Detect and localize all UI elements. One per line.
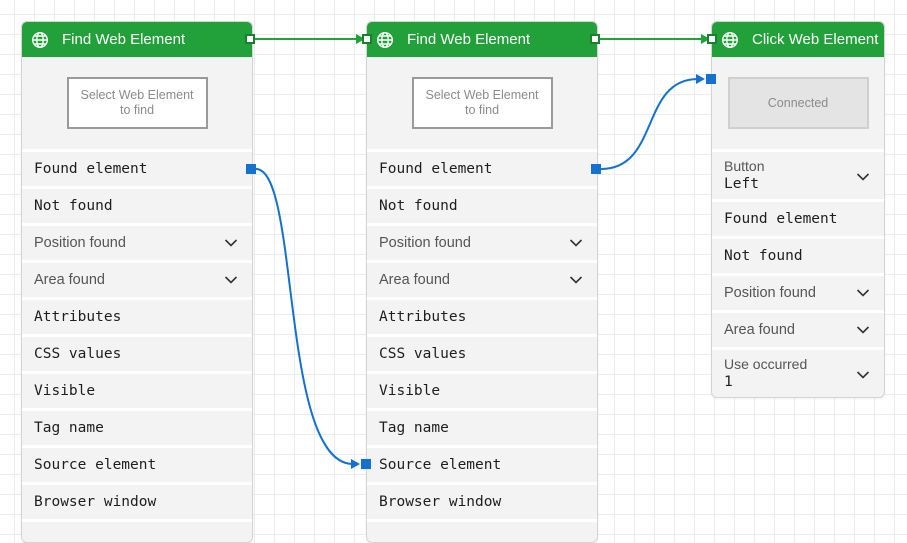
output-css-values[interactable]: CSS values bbox=[367, 337, 597, 374]
select-button-line-2: to find bbox=[119, 103, 155, 117]
node-header[interactable]: Find Web Element bbox=[367, 22, 597, 57]
output-css-values[interactable]: CSS values bbox=[22, 337, 252, 374]
click-web-element-node[interactable]: Click Web Element Connected Button Left … bbox=[711, 21, 885, 398]
output-label: Visible bbox=[34, 383, 96, 399]
output-label: Not found bbox=[724, 248, 803, 264]
globe-icon bbox=[22, 22, 57, 57]
chevron-down-icon[interactable] bbox=[856, 368, 870, 382]
output-label: CSS values bbox=[379, 346, 467, 362]
find-web-element-node-1[interactable]: Find Web Element Select Web Element to f… bbox=[21, 21, 253, 543]
output-source-element[interactable]: Source element bbox=[22, 448, 252, 485]
node-2-flow-out-port[interactable] bbox=[590, 34, 600, 44]
output-label: Position found bbox=[34, 235, 126, 251]
output-position-found[interactable]: Position found bbox=[22, 226, 252, 263]
node-2-flow-in-port[interactable] bbox=[362, 34, 372, 44]
output-label: Not found bbox=[34, 198, 113, 214]
output-visible[interactable]: Visible bbox=[367, 374, 597, 411]
globe-icon bbox=[712, 22, 747, 57]
node-title: Find Web Element bbox=[407, 31, 531, 48]
output-area-found[interactable]: Area found bbox=[712, 313, 884, 350]
output-label: Found element bbox=[724, 211, 838, 227]
output-label: CSS values bbox=[34, 346, 122, 362]
output-tag-name[interactable]: Tag name bbox=[22, 411, 252, 448]
data-wire-found-to-click[interactable] bbox=[600, 78, 699, 170]
node-1-flow-out-port[interactable] bbox=[245, 34, 255, 44]
output-label: Area found bbox=[34, 272, 105, 288]
output-label: Area found bbox=[379, 272, 450, 288]
output-visible[interactable]: Visible bbox=[22, 374, 252, 411]
chevron-down-icon[interactable] bbox=[856, 286, 870, 300]
output-position-found[interactable]: Position found bbox=[712, 276, 884, 313]
output-area-found[interactable]: Area found bbox=[367, 263, 597, 300]
globe-icon bbox=[367, 22, 402, 57]
button-select-value: Left bbox=[724, 176, 759, 192]
node-2-source-element-port[interactable] bbox=[361, 459, 371, 469]
output-label: Browser window bbox=[34, 494, 157, 510]
output-label: Source element bbox=[34, 457, 157, 473]
output-not-found[interactable]: Not found bbox=[22, 189, 252, 226]
output-label: Area found bbox=[724, 322, 795, 338]
output-source-element[interactable]: Source element bbox=[367, 448, 597, 485]
output-label: Browser window bbox=[379, 494, 502, 510]
chevron-down-icon[interactable] bbox=[856, 323, 870, 337]
output-position-found[interactable]: Position found bbox=[367, 226, 597, 263]
output-label: Tag name bbox=[34, 420, 104, 436]
output-label: Found element bbox=[379, 161, 493, 177]
chevron-down-icon[interactable] bbox=[224, 236, 238, 250]
select-button-line-2: to find bbox=[464, 103, 500, 117]
node-title: Find Web Element bbox=[62, 31, 186, 48]
output-area-found[interactable]: Area found bbox=[22, 263, 252, 300]
output-label: Attributes bbox=[34, 309, 122, 325]
button-select-label: Button bbox=[724, 158, 765, 174]
use-occurred-select[interactable]: Use occurred 1 bbox=[712, 350, 884, 397]
output-label: Found element bbox=[34, 161, 148, 177]
node-3-element-in-port[interactable] bbox=[706, 74, 716, 84]
find-web-element-node-2[interactable]: Find Web Element Select Web Element to f… bbox=[366, 21, 598, 543]
output-not-found[interactable]: Not found bbox=[712, 239, 884, 276]
output-label: Attributes bbox=[379, 309, 467, 325]
node-title: Click Web Element bbox=[752, 31, 879, 48]
output-attributes[interactable]: Attributes bbox=[367, 300, 597, 337]
use-occurred-label: Use occurred bbox=[724, 356, 808, 372]
select-web-element-button[interactable]: Select Web Element to find bbox=[66, 77, 208, 129]
trigger-area: Select Web Element to find bbox=[367, 57, 597, 152]
output-label: Source element bbox=[379, 457, 502, 473]
node-header[interactable]: Click Web Element bbox=[712, 22, 884, 57]
output-attributes[interactable]: Attributes bbox=[22, 300, 252, 337]
output-browser-window[interactable]: Browser window bbox=[367, 485, 597, 522]
node-2-found-element-port[interactable] bbox=[591, 164, 601, 174]
select-web-element-button[interactable]: Select Web Element to find bbox=[411, 77, 553, 129]
node-1-found-element-port[interactable] bbox=[246, 164, 256, 174]
connected-indicator: Connected bbox=[727, 77, 869, 129]
chevron-down-icon[interactable] bbox=[224, 273, 238, 287]
data-wire-found-to-source[interactable] bbox=[255, 168, 354, 465]
node-header[interactable]: Find Web Element bbox=[22, 22, 252, 57]
output-found-element[interactable]: Found element bbox=[22, 152, 252, 189]
output-not-found[interactable]: Not found bbox=[367, 189, 597, 226]
trigger-area: Connected bbox=[712, 57, 884, 152]
select-button-line-1: Select Web Element bbox=[425, 88, 539, 102]
select-button-line-1: Select Web Element bbox=[80, 88, 194, 102]
trigger-area: Select Web Element to find bbox=[22, 57, 252, 152]
output-label: Visible bbox=[379, 383, 441, 399]
node-3-flow-in-port[interactable] bbox=[707, 34, 717, 44]
button-select[interactable]: Button Left bbox=[712, 152, 884, 202]
chevron-down-icon[interactable] bbox=[569, 236, 583, 250]
output-label: Not found bbox=[379, 198, 458, 214]
use-occurred-value: 1 bbox=[724, 374, 733, 390]
output-found-element[interactable]: Found element bbox=[367, 152, 597, 189]
connected-label: Connected bbox=[767, 96, 829, 110]
output-label: Position found bbox=[724, 285, 816, 301]
output-tag-name[interactable]: Tag name bbox=[367, 411, 597, 448]
output-label: Position found bbox=[379, 235, 471, 251]
chevron-down-icon[interactable] bbox=[569, 273, 583, 287]
chevron-down-icon[interactable] bbox=[856, 170, 870, 184]
output-browser-window[interactable]: Browser window bbox=[22, 485, 252, 522]
output-label: Tag name bbox=[379, 420, 449, 436]
output-found-element[interactable]: Found element bbox=[712, 202, 884, 239]
